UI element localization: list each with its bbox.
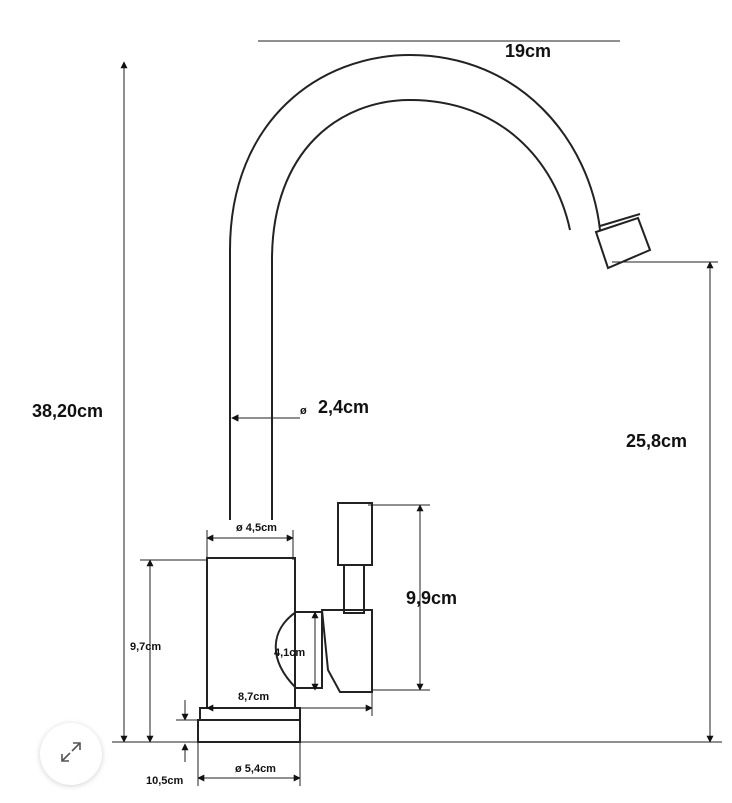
lever-height-label: 9,9cm <box>406 588 457 608</box>
faucet-body <box>206 557 296 709</box>
spout-reach-label: 19cm <box>505 41 551 61</box>
body-diameter-label: ø 4,5cm <box>236 522 277 534</box>
faucet-collar <box>199 707 301 721</box>
total-height-label: 38,20cm <box>32 401 103 421</box>
handle-width-label: 4,1cm <box>274 647 305 659</box>
tube-diameter-label: 2,4cm <box>318 397 369 417</box>
dimension-lines <box>112 40 722 786</box>
lever-stem <box>337 502 373 566</box>
expand-arrows-icon <box>59 740 83 769</box>
handle-cap <box>274 611 323 689</box>
base-height-label: 10,5cm <box>146 775 184 787</box>
spout-tip <box>594 216 652 270</box>
spout-inner <box>271 98 571 520</box>
faucet-outline <box>197 53 652 743</box>
lever-block <box>320 609 373 693</box>
tube-diameter-symbol: ø <box>300 405 307 417</box>
faucet-base <box>197 719 301 743</box>
expand-button[interactable] <box>40 723 102 785</box>
spout-outer <box>229 53 601 520</box>
body-depth-label: 8,7cm <box>238 691 269 703</box>
spout-height-label: 25,8cm <box>626 431 687 451</box>
base-diameter-label: ø 5,4cm <box>235 763 276 775</box>
body-height-label: 9,7cm <box>130 641 161 653</box>
